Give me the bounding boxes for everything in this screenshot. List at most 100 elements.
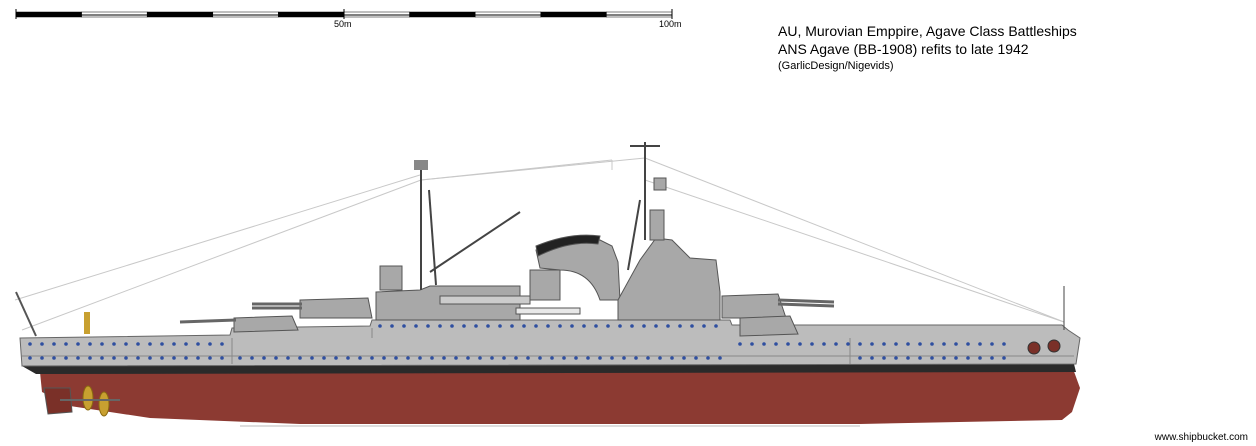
porthole	[298, 356, 302, 360]
upper-hull	[19, 319, 1081, 367]
title-line-2: ANS Agave (BB-1908) refits to late 1942	[778, 41, 1029, 57]
porthole	[606, 324, 610, 328]
porthole	[172, 356, 176, 360]
porthole	[810, 342, 814, 346]
porthole	[160, 342, 164, 346]
porthole	[124, 342, 128, 346]
porthole	[310, 356, 314, 360]
porthole	[682, 356, 686, 360]
porthole	[706, 356, 710, 360]
credit-line: (GarlicDesign/Nigevids)	[778, 60, 894, 72]
porthole	[858, 356, 862, 360]
porthole	[196, 356, 200, 360]
porthole	[966, 342, 970, 346]
porthole	[466, 356, 470, 360]
superstructure	[179, 177, 835, 337]
turret-a	[739, 315, 799, 337]
porthole	[786, 342, 790, 346]
scale-bar-graphic	[15, 9, 673, 19]
porthole	[414, 324, 418, 328]
porthole	[322, 356, 326, 360]
porthole	[160, 356, 164, 360]
porthole	[858, 342, 862, 346]
anchor-hawse	[1027, 339, 1061, 355]
porthole	[418, 356, 422, 360]
porthole	[930, 342, 934, 346]
aft-crane-post	[84, 312, 90, 334]
porthole	[262, 356, 266, 360]
porthole	[510, 324, 514, 328]
portholes	[28, 324, 1006, 360]
porthole	[208, 342, 212, 346]
porthole	[894, 342, 898, 346]
porthole	[702, 324, 706, 328]
mast-spotting-top	[414, 160, 428, 170]
porthole	[112, 356, 116, 360]
porthole	[550, 356, 554, 360]
porthole	[822, 342, 826, 346]
porthole	[52, 356, 56, 360]
porthole	[654, 324, 658, 328]
porthole	[490, 356, 494, 360]
porthole	[136, 356, 140, 360]
porthole	[148, 342, 152, 346]
porthole	[402, 324, 406, 328]
porthole	[382, 356, 386, 360]
porthole	[52, 342, 56, 346]
porthole	[598, 356, 602, 360]
porthole	[522, 324, 526, 328]
porthole	[666, 324, 670, 328]
porthole	[906, 356, 910, 360]
porthole	[954, 356, 958, 360]
porthole	[630, 324, 634, 328]
stern-flagstaff	[15, 291, 37, 337]
porthole	[64, 342, 68, 346]
rudder	[43, 387, 73, 415]
porthole	[394, 356, 398, 360]
porthole	[100, 342, 104, 346]
porthole	[346, 356, 350, 360]
title-line-1: AU, Murovian Emppire, Agave Class Battle…	[778, 23, 1077, 39]
porthole	[1002, 342, 1006, 346]
masts	[420, 142, 646, 290]
porthole	[286, 356, 290, 360]
porthole	[942, 342, 946, 346]
porthole	[462, 324, 466, 328]
fire-control-tower	[649, 209, 665, 241]
porthole	[124, 356, 128, 360]
boot-topping	[22, 364, 1076, 374]
porthole	[40, 342, 44, 346]
porthole	[76, 342, 80, 346]
porthole	[634, 356, 638, 360]
porthole	[618, 324, 622, 328]
porthole	[426, 324, 430, 328]
crane-boom	[429, 211, 521, 273]
porthole	[774, 342, 778, 346]
porthole	[406, 356, 410, 360]
porthole	[942, 356, 946, 360]
porthole	[184, 356, 188, 360]
porthole	[88, 342, 92, 346]
porthole	[250, 356, 254, 360]
porthole	[220, 342, 224, 346]
turret-b	[721, 293, 787, 319]
porthole	[978, 356, 982, 360]
porthole	[450, 324, 454, 328]
scale-label-100m: 100m	[659, 19, 682, 29]
watermark: www.shipbucket.com	[1154, 432, 1248, 443]
porthole	[738, 342, 742, 346]
porthole	[918, 356, 922, 360]
porthole	[870, 342, 874, 346]
porthole	[196, 342, 200, 346]
bridge-tower	[617, 237, 721, 321]
porthole	[390, 324, 394, 328]
porthole	[750, 342, 754, 346]
porthole	[918, 342, 922, 346]
ship-boat	[515, 307, 581, 315]
porthole	[442, 356, 446, 360]
porthole	[990, 356, 994, 360]
title-block: AU, Murovian Emppire, Agave Class Battle…	[778, 22, 1077, 74]
porthole	[966, 356, 970, 360]
porthole	[694, 356, 698, 360]
